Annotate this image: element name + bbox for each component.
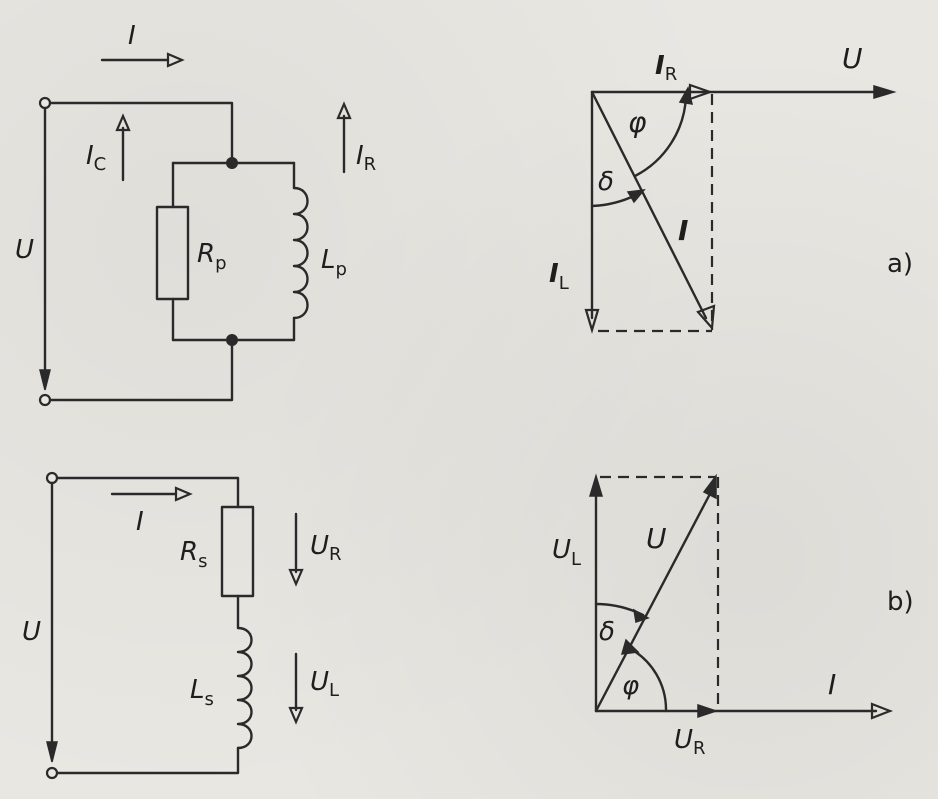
series-phasor-diagram: I UR UL U φ δ b) bbox=[552, 473, 914, 759]
terminal-top bbox=[38, 96, 52, 110]
delta-arc-arrowhead bbox=[633, 608, 650, 623]
current-arrow bbox=[110, 486, 193, 502]
rp-label: Rp bbox=[197, 239, 227, 274]
phi-label: φ bbox=[622, 671, 639, 701]
phi-label: φ bbox=[628, 106, 647, 139]
wire-bottom bbox=[48, 338, 234, 402]
terminal-bottom bbox=[45, 766, 59, 780]
ls-label: Ls bbox=[190, 675, 214, 710]
ir-arrow bbox=[336, 101, 352, 174]
u-arrowhead bbox=[702, 473, 717, 500]
lp-label: Lp bbox=[321, 245, 347, 280]
il-arrowhead bbox=[584, 308, 600, 334]
junction-bottom bbox=[226, 334, 238, 346]
ur-arrow bbox=[288, 512, 304, 587]
delta-label: δ bbox=[599, 617, 615, 647]
i-phasor bbox=[590, 90, 708, 320]
u-phasor-label: U bbox=[646, 522, 667, 555]
ur-phasor-label: UR bbox=[674, 725, 706, 759]
inductor-ls bbox=[236, 626, 253, 750]
caption-b: b) bbox=[887, 587, 914, 617]
ur-arrowhead bbox=[697, 703, 719, 719]
delta-label: δ bbox=[598, 167, 614, 197]
resistor-rp bbox=[155, 205, 190, 301]
voltage-label: U bbox=[22, 617, 41, 647]
i-phasor-label: I bbox=[828, 668, 836, 701]
ic-label: IC bbox=[86, 141, 106, 175]
current-label: I bbox=[128, 21, 136, 51]
ul-arrowhead bbox=[588, 473, 604, 497]
ic-arrow bbox=[115, 113, 131, 182]
parallel-circuit: I IC IR U Rp Lp bbox=[15, 21, 376, 407]
i-arrowhead bbox=[870, 702, 894, 720]
wire-bottom bbox=[55, 746, 240, 775]
delta-arc-arrowhead bbox=[626, 189, 646, 204]
phi-arc bbox=[633, 94, 688, 178]
phi-arc-arrowhead bbox=[620, 638, 640, 655]
junction-top bbox=[226, 157, 238, 169]
ir-phasor-label: IR bbox=[655, 51, 677, 85]
series-circuit: I U Rs Ls UR UL bbox=[22, 471, 342, 780]
voltage-arrow bbox=[46, 481, 58, 763]
terminal-bottom bbox=[38, 393, 52, 407]
terminal-top bbox=[45, 471, 59, 485]
parallel-phasor-diagram: U IR IL I φ δ a) bbox=[549, 42, 913, 334]
ul-arrow bbox=[288, 652, 304, 725]
ul-label: UL bbox=[310, 667, 339, 701]
rs-label: Rs bbox=[180, 537, 207, 572]
ul-phasor-label: UL bbox=[552, 535, 581, 570]
caption-a: a) bbox=[887, 249, 913, 279]
ur-label: UR bbox=[310, 531, 342, 565]
ir-label: IR bbox=[356, 141, 376, 175]
voltage-label: U bbox=[15, 235, 34, 265]
il-label: IL bbox=[549, 259, 569, 294]
i-arrowhead bbox=[696, 304, 716, 331]
inductor-lp bbox=[292, 186, 309, 320]
wire-top bbox=[48, 101, 234, 165]
i-phasor-label: I bbox=[678, 214, 688, 247]
ir-arrowhead bbox=[688, 83, 714, 101]
current-label: I bbox=[136, 507, 144, 537]
resistor-rs bbox=[220, 505, 255, 598]
wire-top bbox=[55, 476, 240, 509]
u-label: U bbox=[842, 42, 863, 75]
u-arrowhead bbox=[873, 84, 897, 100]
u-phasor bbox=[594, 488, 714, 713]
current-arrow bbox=[100, 52, 185, 68]
voltage-arrow bbox=[39, 106, 51, 391]
phi-arc-arrowhead bbox=[678, 86, 694, 105]
